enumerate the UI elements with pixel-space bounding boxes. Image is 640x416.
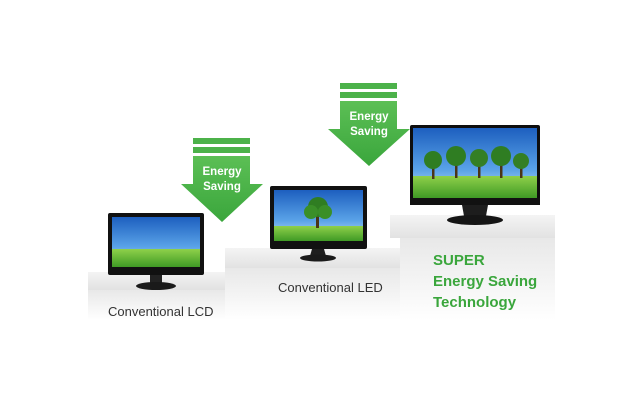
podium-steps [88, 215, 555, 320]
super-caption-line3: Technology [433, 294, 517, 311]
arrow-caption-line: Saving [203, 181, 241, 193]
monitor-lcd [108, 213, 204, 290]
monitor-super [410, 125, 540, 225]
arrow-caption-line: Energy [349, 111, 389, 123]
tree-icon [304, 197, 332, 228]
monitor-led [270, 186, 367, 262]
label-conventional-lcd: Conventional LCD [108, 304, 214, 319]
arrow-caption-line: Saving [350, 126, 388, 138]
super-caption-line2: Energy Saving [433, 273, 538, 290]
trees-icon [424, 146, 529, 179]
arrow-caption-1: Energy Saving [182, 165, 262, 195]
super-caption: SUPER Energy Saving Technology [433, 250, 537, 313]
arrow-caption-2: Energy Saving [329, 110, 409, 140]
arrow-caption-line: Energy [202, 166, 242, 178]
super-caption-line1: SUPER [433, 252, 485, 269]
down-arrow-icon [181, 138, 263, 222]
down-arrow-icon [328, 83, 410, 166]
label-conventional-led: Conventional LED [278, 280, 383, 295]
